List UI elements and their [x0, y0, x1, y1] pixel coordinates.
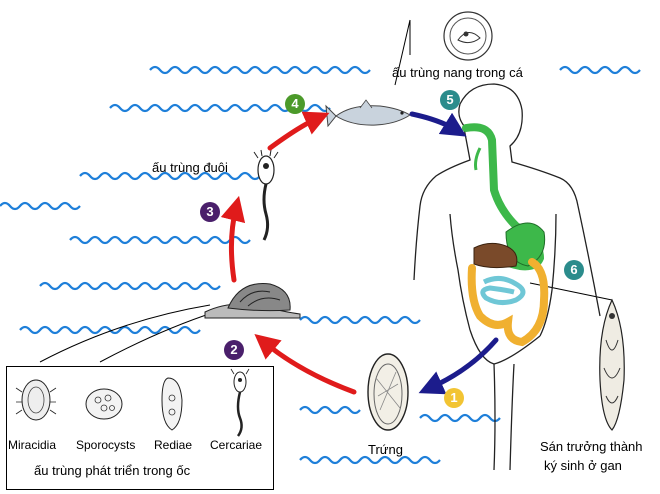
- egg-label: Trứng: [368, 442, 403, 457]
- stage-label-sporocysts: Sporocysts: [76, 438, 136, 452]
- stage-label-miracidia: Miracidia: [8, 438, 57, 452]
- step-1-badge: 1: [444, 388, 464, 408]
- step-4-badge: 4: [285, 94, 305, 114]
- adult-label: Sán trưởng thành: [540, 439, 643, 454]
- egg-icon: [367, 353, 409, 431]
- inset-caption: ấu trùng phát triển trong ốc: [34, 463, 191, 478]
- wave-line: [419, 413, 501, 423]
- step-2-badge: 2: [224, 340, 244, 360]
- free-cercaria-icon: [253, 149, 279, 241]
- human-body: [413, 83, 601, 471]
- wave-line: [559, 65, 641, 75]
- fish-icon: [325, 99, 411, 128]
- water-waves: [0, 65, 641, 465]
- wave-line: [79, 171, 261, 181]
- wave-line: [299, 405, 361, 415]
- fish-cyst-label: ấu trùng nang trong cá: [392, 65, 523, 80]
- stage-label-cercariae: Cercariae: [210, 438, 263, 452]
- free-cercaria-label: ấu trùng đuôi: [152, 160, 228, 175]
- step-5-badge: 5: [440, 90, 460, 110]
- fish-cyst-icon: [443, 11, 493, 61]
- step-3-badge: 3: [200, 202, 220, 222]
- wave-line: [149, 65, 371, 75]
- wave-line: [19, 325, 201, 335]
- step-6-badge: 6: [564, 260, 584, 280]
- wave-line: [299, 315, 421, 325]
- adult-label-line2: ký sinh ở gan: [544, 458, 622, 473]
- wave-line: [0, 201, 81, 211]
- snail-development-inset: [6, 366, 274, 490]
- snail-icon: [204, 283, 301, 319]
- wave-line: [299, 455, 441, 465]
- cycle-arrows: [220, 111, 499, 395]
- stage-label-rediae: Rediae: [154, 438, 193, 452]
- wave-line: [69, 235, 251, 245]
- wave-line: [39, 281, 221, 291]
- digestive-tract: [462, 123, 549, 347]
- pointer-lines: [39, 19, 613, 363]
- adult-fluke-icon: [599, 298, 625, 431]
